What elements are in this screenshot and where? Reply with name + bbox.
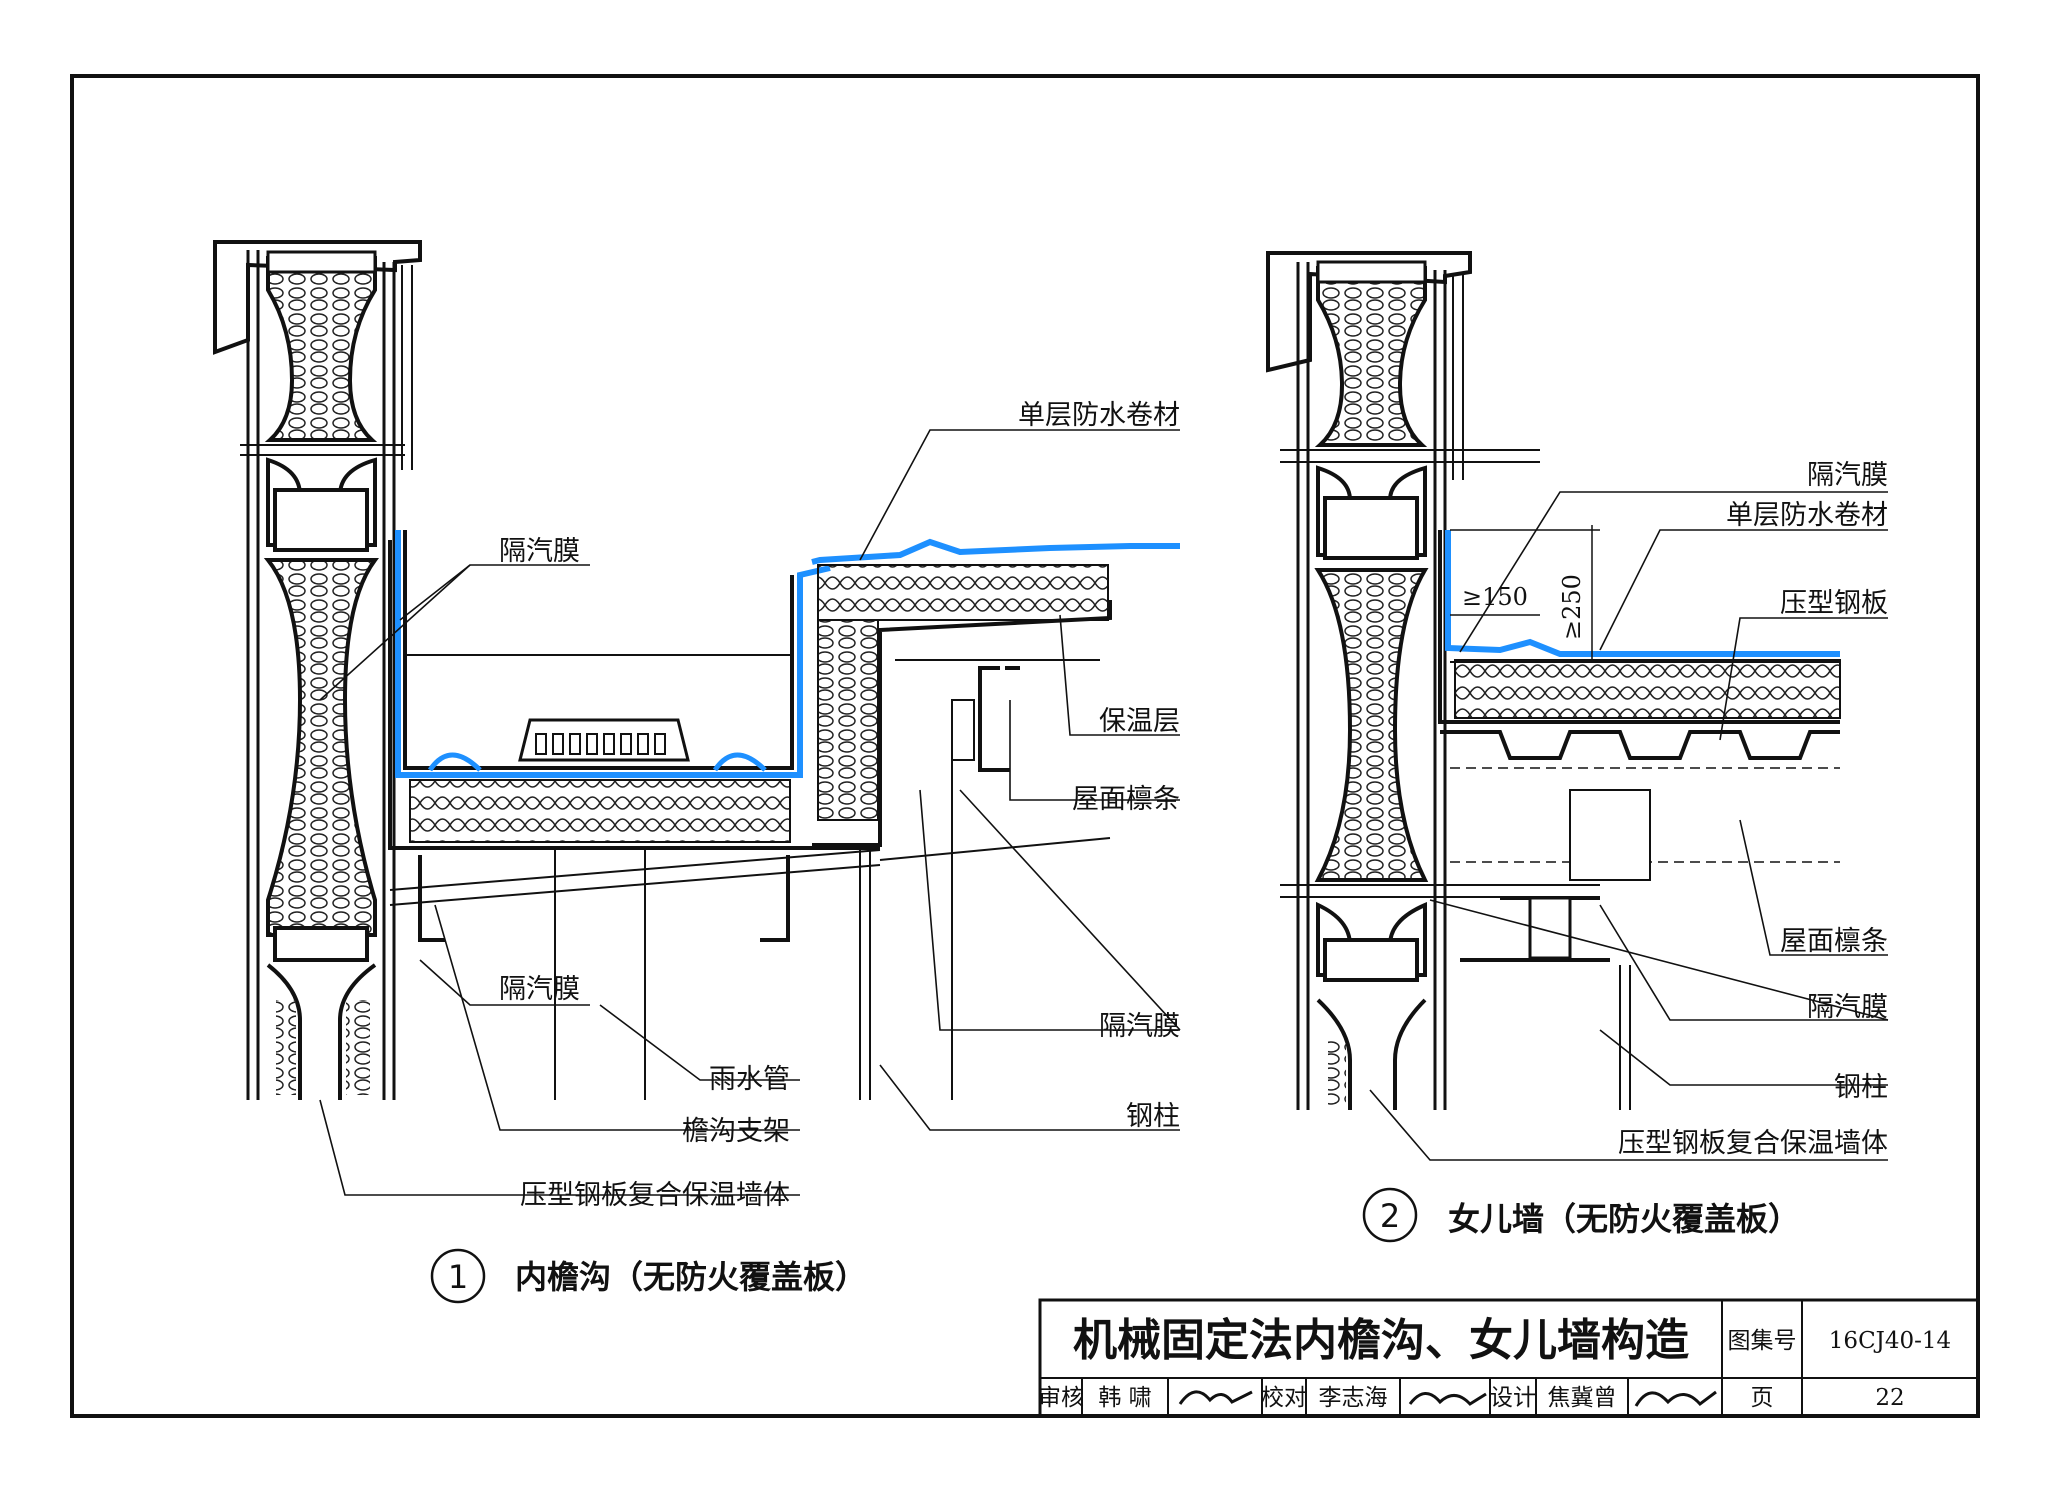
label-insulation-1: 保温层 [1099,706,1180,737]
dim-vertical-2: ≥250 [1558,574,1586,640]
label-waterproof-2: 单层防水卷材 [1726,500,1888,531]
detail-2-caption: 女儿墙（无防火覆盖板） [1448,1200,1800,1238]
detail-1-number: 1 [448,1258,468,1296]
detail-2-number-circle [1362,1187,1418,1243]
label-deck-2: 压型钢板 [1780,588,1888,619]
label-vapor-top-2: 隔汽膜 [1807,460,1888,491]
label-downpipe-1: 雨水管 [709,1064,790,1095]
atlas-label: 图集号 [1728,1328,1797,1354]
reviewer-signature [1178,1390,1253,1405]
checker-signature [1408,1392,1487,1406]
label-wall-1: 压型钢板复合保温墙体 [520,1180,790,1211]
check-label: 校对 [1261,1385,1307,1411]
review-label: 审核 [1038,1385,1084,1411]
label-vapor-bottom-2: 隔汽膜 [1807,992,1888,1023]
label-wall-2: 压型钢板复合保温墙体 [1618,1128,1888,1159]
label-vapor-lower-1: 隔汽膜 [499,974,580,1005]
detail-2-drawing [1266,251,1841,1110]
detail-1-leaders [319,429,1181,1196]
designer-name: 焦冀曾 [1548,1385,1617,1411]
label-column-2: 钢柱 [1834,1072,1888,1103]
design-label: 设计 [1490,1385,1536,1411]
label-vapor-right-1: 隔汽膜 [1099,1011,1180,1042]
label-bracket-1: 檐沟支架 [682,1116,790,1147]
page-label: 页 [1751,1385,1774,1411]
detail-2-number: 2 [1380,1197,1400,1235]
atlas-number: 16CJ40-14 [1829,1328,1951,1354]
sheet-border [70,74,1980,1418]
detail-1-caption: 内檐沟（无防火覆盖板） [515,1258,867,1296]
drawing-title: 机械固定法内檐沟、女儿墙构造 [1073,1315,1689,1366]
label-column-1: 钢柱 [1126,1101,1180,1132]
designer-signature [1634,1390,1717,1407]
label-waterproof-1: 单层防水卷材 [1018,400,1180,431]
reviewer-name: 韩 啸 [1098,1385,1151,1411]
detail-1-drawing [213,240,1180,1100]
detail-2-leaders [1369,491,1889,1161]
title-block [1038,1298,1980,1418]
page-number: 22 [1875,1385,1904,1411]
label-purlin-2: 屋面檩条 [1780,926,1888,957]
label-purlin-1: 屋面檩条 [1072,784,1180,815]
checker-name: 李志海 [1319,1385,1388,1411]
label-vapor-upper-1: 隔汽膜 [499,536,580,567]
detail-1-number-circle [430,1248,486,1304]
